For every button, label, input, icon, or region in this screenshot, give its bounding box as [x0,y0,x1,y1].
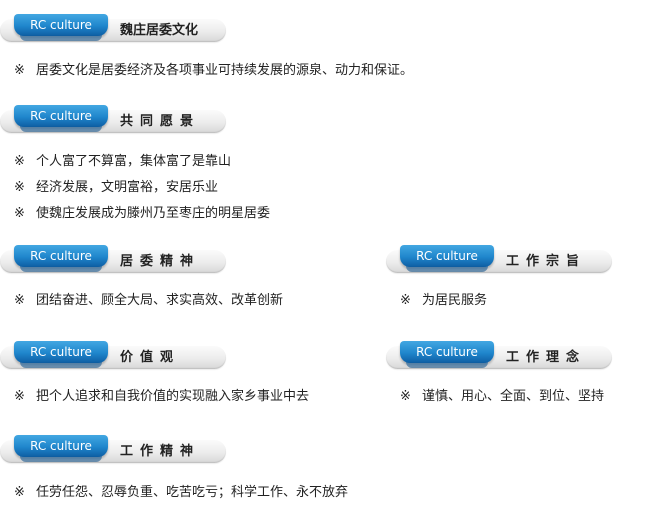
list-item: ※ 使魏庄发展成为滕州乃至枣庄的明星居委 [0,201,270,227]
item-text: 团结奋进、顾全大局、求实高效、改革创新 [36,293,284,308]
bullet-mark: ※ [14,293,25,308]
section-vision: RC culture 共同愿景 ※ 个人富了不算富，集体富了是靠山 ※ 经济发展… [0,105,270,227]
section-header: RC culture 工作宗旨 [386,245,612,275]
rc-culture-tab: RC culture [14,341,108,368]
item-text: 经济发展，文明富裕，安居乐业 [36,180,219,195]
section-spirit: RC culture 居委精神 ※ 团结奋进、顾全大局、求实高效、改革创新 [0,245,283,314]
item-text: 使魏庄发展成为滕州乃至枣庄的明星居委 [36,206,271,221]
rc-culture-tab: RC culture [400,341,494,368]
list-item: ※ 任劳任怨、忍辱负重、吃苦吃亏；科学工作、永不放弃 [0,480,348,506]
section-header: RC culture 工作理念 [386,341,612,371]
section-header: RC culture 魏庄居委文化 [0,14,226,44]
item-text: 居委文化是居委经济及各项事业可持续发展的源泉、动力和保证。 [36,63,414,78]
bullet-mark: ※ [14,206,25,221]
section-title: 共同愿景 [120,114,201,129]
section-philosophy: RC culture 工作理念 ※ 谨慎、用心、全面、到位、坚持 [386,341,612,410]
item-text: 任劳任怨、忍辱负重、吃苦吃亏；科学工作、永不放弃 [36,485,349,500]
bullet-mark: ※ [14,389,25,404]
section-header: RC culture 共同愿景 [0,105,226,135]
section-title: 居委精神 [120,254,201,269]
section-header: RC culture 价值观 [0,341,226,371]
item-text: 个人富了不算富，集体富了是靠山 [36,154,232,169]
section-header: RC culture 工作精神 [0,435,226,465]
section-title: 魏庄居委文化 [120,23,199,38]
item-text: 把个人追求和自我价值的实现融入家乡事业中去 [36,389,310,404]
list-item: ※ 居委文化是居委经济及各项事业可持续发展的源泉、动力和保证。 [0,58,413,84]
section-values: RC culture 价值观 ※ 把个人追求和自我价值的实现融入家乡事业中去 [0,341,309,410]
section-title: 工作精神 [120,444,201,459]
rc-culture-tab: RC culture [14,14,108,41]
item-text: 为居民服务 [422,293,488,308]
section-title: 价值观 [120,350,181,365]
section-title: 工作宗旨 [506,254,587,269]
list-item: ※ 经济发展，文明富裕，安居乐业 [0,175,226,201]
section-culture: RC culture 魏庄居委文化 ※ 居委文化是居委经济及各项事业可持续发展的… [0,14,413,84]
rc-culture-tab: RC culture [14,435,108,462]
bullet-mark: ※ [400,293,411,308]
section-work-spirit: RC culture 工作精神 ※ 任劳任怨、忍辱负重、吃苦吃亏；科学工作、永不… [0,435,348,506]
bullet-mark: ※ [14,485,25,500]
rc-culture-tab: RC culture [14,105,108,132]
section-title: 工作理念 [506,350,587,365]
list-item: ※ 为居民服务 [386,288,612,314]
section-header: RC culture 居委精神 [0,245,226,275]
bullet-mark: ※ [14,154,25,169]
section-purpose: RC culture 工作宗旨 ※ 为居民服务 [386,245,612,314]
rc-culture-tab: RC culture [14,245,108,272]
list-item: ※ 个人富了不算富，集体富了是靠山 [0,149,231,175]
rc-culture-tab: RC culture [400,245,494,272]
list-item: ※ 谨慎、用心、全面、到位、坚持 [386,384,612,410]
bullet-mark: ※ [400,389,411,404]
bullet-mark: ※ [14,63,25,78]
item-text: 谨慎、用心、全面、到位、坚持 [422,389,605,404]
list-item: ※ 团结奋进、顾全大局、求实高效、改革创新 [0,288,283,314]
list-item: ※ 把个人追求和自我价值的实现融入家乡事业中去 [0,384,309,410]
bullet-mark: ※ [14,180,25,195]
